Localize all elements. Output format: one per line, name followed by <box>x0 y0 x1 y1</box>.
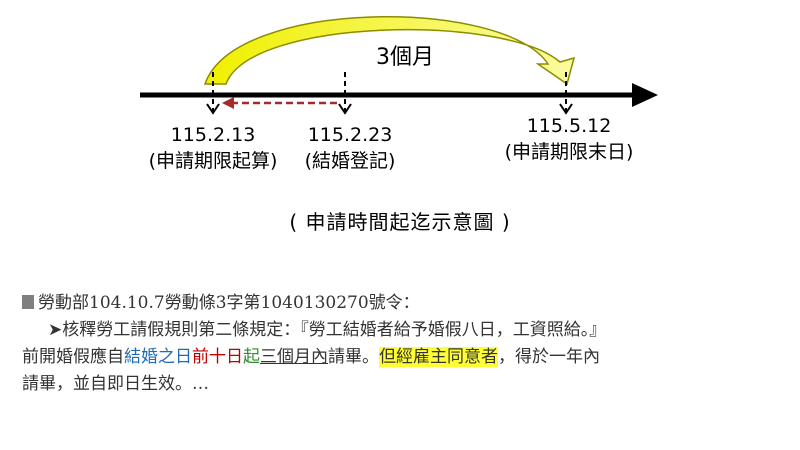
note-marriage: (結婚登記) <box>304 150 396 172</box>
date-label-end: 115.5.12 (申請期限末日) <box>484 115 654 164</box>
legal-reference: 勞動部104.10.7勞動條3字第1040130270號令： <box>38 293 420 313</box>
line3-blue: 結婚之日 <box>124 347 192 367</box>
tick-start-arrow <box>206 103 220 115</box>
line3-part3: ，得於一年內 <box>498 347 600 367</box>
line3-part2: 請畢。 <box>328 347 379 367</box>
diagram-caption: ( 申請時間起迄示意圖 ) <box>289 210 511 234</box>
arc-label: 3個月 <box>376 45 434 70</box>
line3-red: 前十日 <box>192 347 243 367</box>
date-label-start: 115.2.13 (申請期限起算) <box>128 124 298 173</box>
line3-part1: 前開婚假應自 <box>22 347 124 367</box>
timeline-diagram: 3個月 <box>140 16 658 115</box>
back-arrow-head <box>222 97 234 109</box>
legal-reference-line: 勞動部104.10.7勞動條3字第1040130270號令： <box>22 290 792 317</box>
note-end: (申請期限末日) <box>504 141 634 163</box>
date-label-marriage: 115.2.23 (結婚登記) <box>280 124 420 173</box>
line3-underline: 三個月內 <box>260 347 328 367</box>
square-bullet-icon <box>22 295 34 309</box>
timeline-arrowhead <box>632 83 658 107</box>
date-end: 115.5.12 <box>526 115 612 137</box>
legal-text-block: 勞動部104.10.7勞動條3字第1040130270號令： ➤核釋勞工請假規則… <box>22 290 792 398</box>
legal-line-3: 前開婚假應自結婚之日前十日起三個月內請畢。但經雇主同意者，得於一年內 <box>22 344 792 371</box>
tick-marriage-arrow <box>338 103 352 115</box>
tick-end-arrow <box>559 103 573 115</box>
note-start: (申請期限起算) <box>148 150 278 172</box>
line3-green: 起 <box>243 347 260 367</box>
date-start: 115.2.13 <box>170 124 256 146</box>
line3-highlight: 但經雇主同意者 <box>379 347 498 367</box>
legal-line-2: ➤核釋勞工請假規則第二條規定：『勞工結婚者給予婚假八日，工資照給。』 <box>48 320 607 340</box>
legal-line-4: 請畢，並自即日生效。… <box>22 374 209 394</box>
date-marriage: 115.2.23 <box>307 124 393 146</box>
